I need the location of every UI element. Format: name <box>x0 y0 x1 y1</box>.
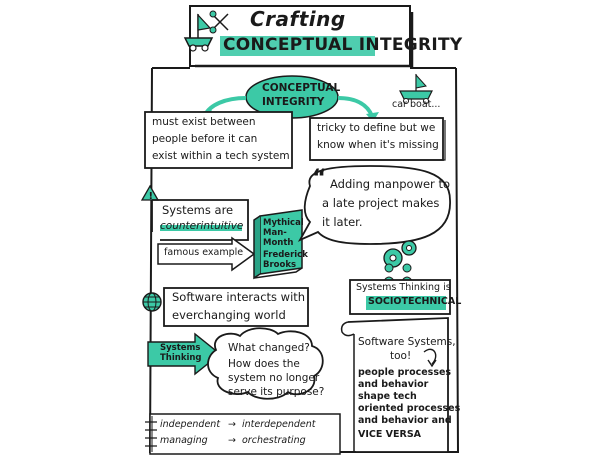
note-managing: managing <box>160 435 208 446</box>
title-crafting: Crafting <box>250 7 346 31</box>
scroll-line6: oriented processes <box>358 403 461 414</box>
book-author-line2: Brooks <box>263 260 297 270</box>
book-title-line2: Man- <box>263 228 287 238</box>
scroll-line8: VICE VERSA <box>358 429 422 440</box>
scroll-line2: too! <box>390 350 412 362</box>
scroll-line5: shape tech <box>358 391 417 402</box>
quote-line1: Adding manpower to <box>330 177 450 191</box>
book-title-line1: Mythical <box>263 218 304 228</box>
counterintuitive-text: counterintuitive <box>160 220 244 232</box>
quote-line3: it later. <box>322 215 363 229</box>
scroll-line1: Software Systems, <box>358 336 456 348</box>
warning-icon: ! <box>140 184 160 202</box>
question-line1: What changed? <box>228 342 310 354</box>
scroll-line4: and behavior <box>358 379 429 390</box>
note-independent: independent <box>160 419 221 430</box>
car-boat-icon-small <box>399 73 433 104</box>
note-orchestrating: orchestrating <box>242 435 306 446</box>
software-box-line1: Software interacts with <box>172 290 306 304</box>
left-box-line2: people before it can <box>152 133 258 145</box>
gears-icon <box>383 240 417 268</box>
right-box-line1: tricky to define but we <box>317 122 436 134</box>
note-interdependent: interdependent <box>242 419 316 430</box>
scroll-shape <box>340 317 449 453</box>
notebook-rings-icon <box>145 421 157 447</box>
software-box-line2: everchanging world <box>172 308 286 322</box>
sociotechnical-line1: Systems Thinking is <box>356 282 451 293</box>
car-boat-label: car boat... <box>392 99 441 110</box>
left-box-line1: must exist between <box>152 116 256 128</box>
question-line3: system no longer <box>228 372 320 384</box>
scroll-line7: and behavior and <box>358 415 452 426</box>
sociotechnical-highlight: SOCIOTECHNICAL <box>368 296 462 307</box>
scroll-line3: people processes <box>358 367 452 378</box>
book-title-line3: Month <box>263 238 294 248</box>
systems-are-text: Systems are <box>162 203 234 217</box>
left-box-line3: exist within a tech system <box>152 150 290 162</box>
book-icon <box>253 209 303 280</box>
note-arrow-1: → <box>228 419 236 430</box>
question-line2: How does the <box>228 358 300 370</box>
right-box-line2: know when it's missing <box>317 139 439 151</box>
book-author-line1: Frederick <box>263 250 308 260</box>
systems-thinking-line1: Systems <box>160 343 201 353</box>
famous-example-label: famous example <box>164 247 244 258</box>
bubble-line1: CONCEPTUAL <box>262 82 341 94</box>
note-arrow-2: → <box>228 435 236 446</box>
car-boat-icon <box>183 10 229 52</box>
bubble-line2: INTEGRITY <box>262 96 325 108</box>
question-line4: serve its purpose? <box>228 386 325 398</box>
systems-thinking-line2: Thinking <box>160 353 202 363</box>
quote-mark: “ <box>312 166 327 191</box>
title-conceptual-integrity: CONCEPTUAL INTEGRITY <box>223 35 463 55</box>
svg-text:!: ! <box>149 191 154 202</box>
globe-icon <box>142 292 162 312</box>
quote-line2: a late project makes <box>322 196 440 210</box>
